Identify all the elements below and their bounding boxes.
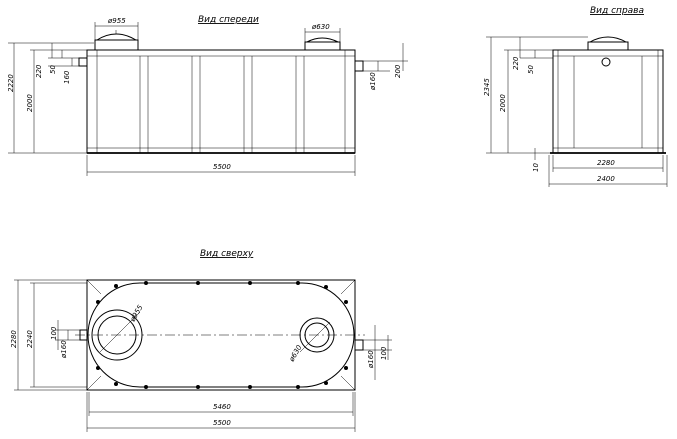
top-neck-left: [91, 309, 143, 361]
top-neck-right-label: ø630: [287, 343, 304, 364]
side-view-title: Вид справа: [590, 6, 644, 16]
front-tank-body: [86, 49, 356, 154]
side-view: Вид справа 2345 2000: [483, 6, 668, 187]
top-dim-bottom: 5460 5500: [86, 392, 356, 432]
side-top-220: 220: [512, 56, 520, 70]
side-pipe-hole: [601, 57, 611, 67]
front-height-total: 2220: [7, 74, 15, 92]
front-dim-length: 5500: [86, 155, 356, 176]
side-dim-left: 2345 2000 220 50 10: [483, 36, 588, 172]
front-length-label: 5500: [213, 163, 231, 171]
side-width-outer: 2400: [597, 175, 615, 183]
side-top-50: 50: [527, 65, 535, 74]
side-bottom-10: 10: [532, 163, 540, 172]
top-inlet-100: 100: [50, 326, 58, 340]
front-neck-left: [94, 30, 139, 51]
front-ribs: [87, 50, 355, 153]
front-neck-right-label: ø630: [311, 23, 330, 31]
top-inlet-pipe: [79, 329, 88, 341]
top-outlet-dia: ø160: [367, 350, 375, 369]
top-width-inner: 2240: [26, 330, 34, 348]
top-inlet-dia: ø160: [60, 340, 68, 359]
side-width-inner: 2280: [597, 159, 615, 167]
top-dim-left: 2280 2240 100 ø160: [10, 279, 87, 391]
front-height-body: 2000: [26, 94, 34, 112]
top-length-inner: 5460: [213, 403, 231, 411]
front-inlet-pipe: [78, 57, 88, 67]
front-outlet-200: 200: [394, 64, 402, 78]
top-rib-marks: [96, 281, 348, 389]
front-view: Вид спереди: [7, 15, 408, 176]
front-neck-right: [304, 37, 341, 51]
front-outlet-pipe: [354, 60, 364, 72]
side-ribs: [553, 50, 663, 153]
front-inlet-top: 220: [35, 64, 43, 78]
top-view-title: Вид сверху: [200, 249, 254, 259]
side-dim-bottom: 2280 2400: [548, 155, 668, 187]
front-dim-neck-right: ø630: [304, 23, 341, 42]
top-width-outer: 2280: [10, 330, 18, 348]
front-inlet-50: 50: [49, 65, 57, 74]
top-dim-right: ø160 100: [363, 325, 392, 380]
side-height-body: 2000: [499, 94, 507, 112]
front-outlet-dia: ø160: [369, 72, 377, 91]
side-height-total: 2345: [483, 78, 491, 96]
top-outlet-pipe: [354, 339, 364, 351]
top-neck-right: [299, 317, 335, 353]
top-stadium-outline: [87, 282, 355, 388]
top-length-outer: 5500: [213, 419, 231, 427]
front-dim-right: ø160 200: [363, 43, 408, 91]
front-view-title: Вид спереди: [198, 15, 259, 25]
front-inlet-160: 160: [63, 70, 71, 84]
top-outlet-100: 100: [380, 346, 388, 360]
front-dim-neck-left: ø955: [94, 17, 139, 40]
front-dim-left: 2220 2000 220 50 160: [7, 42, 94, 154]
side-neck: [587, 36, 629, 51]
top-corner-lines: [86, 279, 356, 391]
front-neck-left-label: ø955: [107, 17, 126, 25]
top-view: Вид сверху: [10, 249, 392, 432]
